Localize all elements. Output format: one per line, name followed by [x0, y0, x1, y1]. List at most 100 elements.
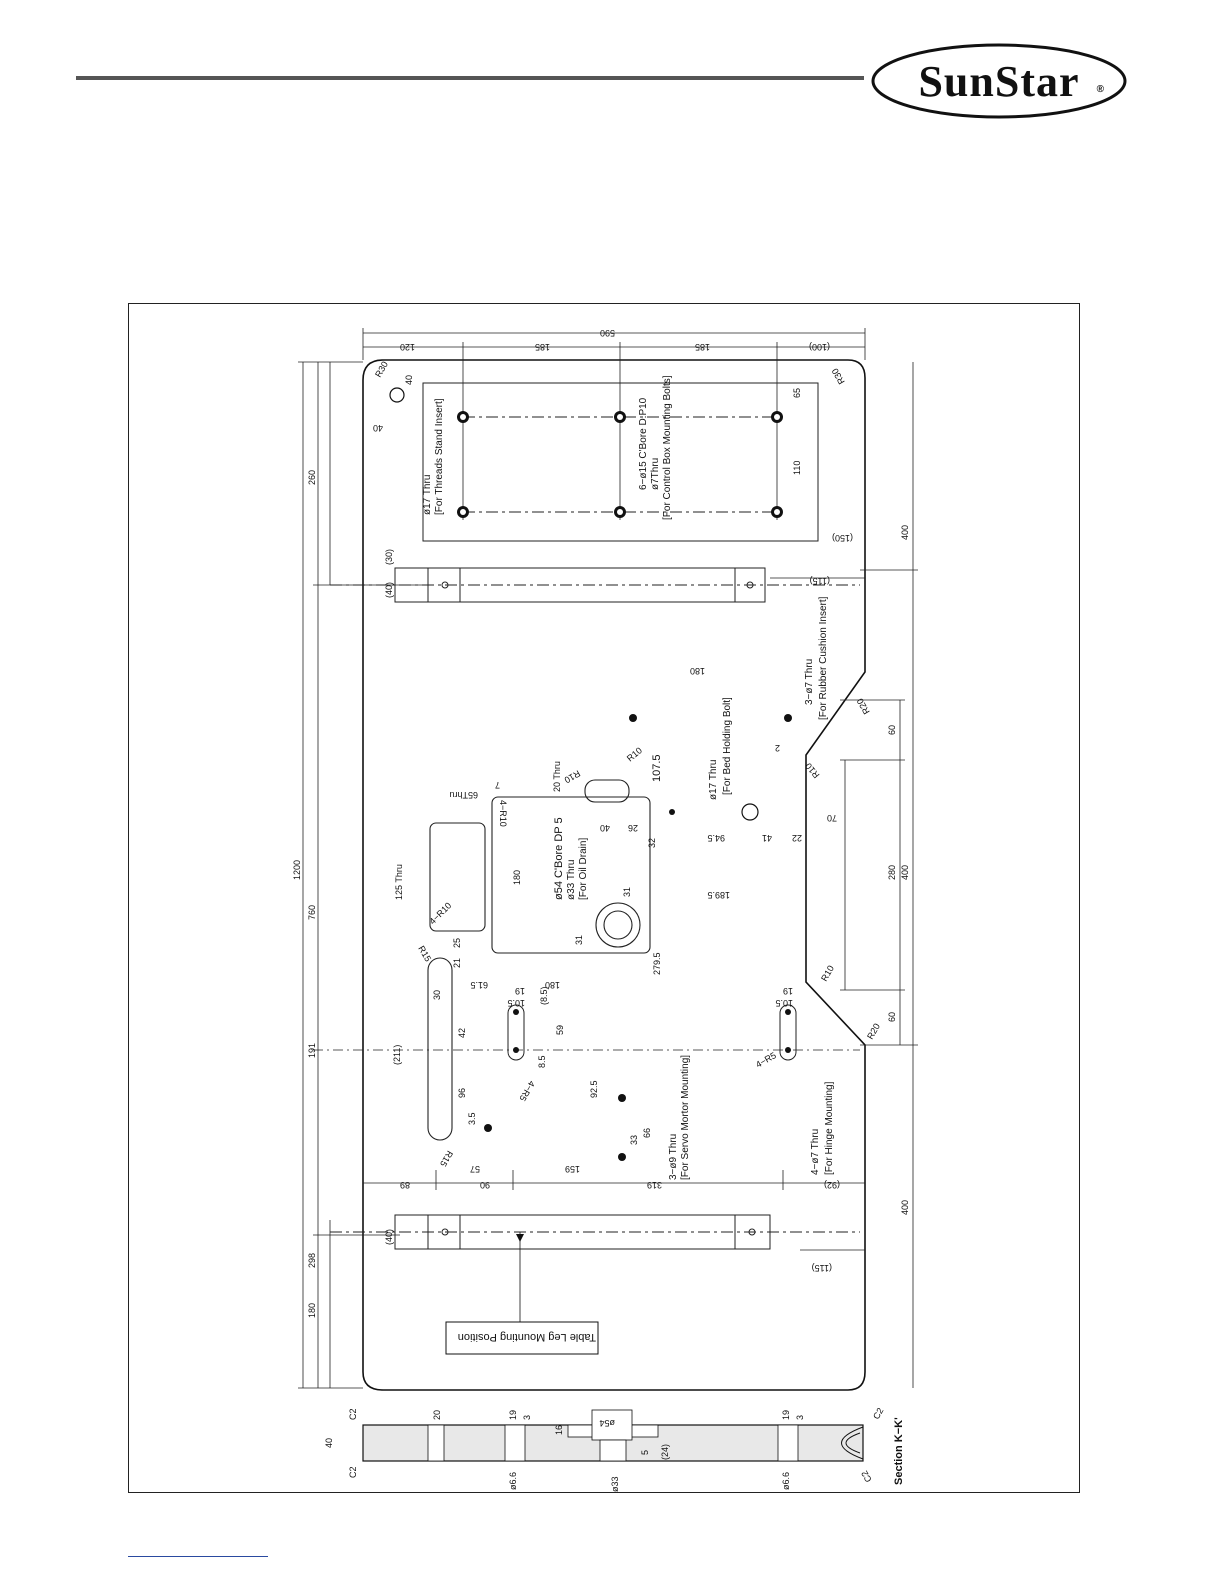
label-control-box-3: [For Control Box Mounting Bolts]: [662, 375, 673, 520]
dim-110: 110: [792, 461, 802, 475]
label-hinge-1: 4−ø7 Thru: [810, 1129, 821, 1175]
mdim-r10-d: R10: [819, 964, 836, 983]
table-leg-label-box: [445, 1321, 599, 1355]
mdim-31-a: 31: [622, 887, 632, 897]
mdim-180-mid: 180: [512, 870, 522, 885]
mdim-4-r5-a: 4−R5: [517, 1079, 537, 1103]
sdim-6-6-b: ø6.6: [781, 1472, 791, 1490]
table-leg-arrow: [516, 1234, 524, 1242]
sunstar-logo: SunStar ®: [870, 42, 1128, 120]
label-threads-stand-1: ø17 Thru: [422, 475, 433, 515]
dim-left-260: 260: [307, 470, 317, 485]
label-slot-125: 125 Thru: [394, 864, 404, 900]
mdim-33: 33: [629, 1135, 639, 1145]
mdim-2: 2: [775, 743, 780, 753]
dim-40c: (40): [384, 582, 394, 598]
mdim-r10-b: R10: [563, 768, 582, 785]
mdim-40-rail: (40): [384, 1229, 394, 1245]
logo-ellipse: [871, 43, 1127, 119]
table-outline: [362, 359, 866, 1391]
mdim-59: 59: [555, 1025, 565, 1035]
mdim-30-slot: 30: [432, 990, 442, 1000]
header-rule: [76, 76, 864, 80]
dim-bot-159: 159: [565, 1164, 580, 1174]
mdim-211: (211): [392, 1045, 402, 1065]
dim-right-400a: 400: [900, 525, 910, 540]
left-dimension-lines: [298, 361, 860, 1389]
mdim-25: 25: [452, 938, 462, 948]
hinge-holes: [507, 1004, 797, 1061]
label-oil-drain-3: [For Oil Drain]: [578, 838, 589, 900]
mdim-r20-a: R20: [855, 697, 872, 716]
sdim-c2-c: C2: [871, 1406, 885, 1421]
sdim-33: ø33: [610, 1476, 620, 1492]
sdim-c2-b: C2: [348, 1466, 358, 1478]
mdim-26: 26: [628, 823, 638, 833]
sdim-c2-a: C2: [348, 1408, 358, 1420]
dim-left-298: 298: [307, 1253, 317, 1268]
dim-bot-92: (92): [824, 1180, 840, 1190]
dim-left-191: 191: [307, 1043, 317, 1058]
label-rubber-2: [For Rubber Cushion Insert]: [818, 596, 829, 720]
label-slot-65: 65Thru: [449, 790, 478, 800]
mdim-94-5: 94.5: [707, 833, 725, 843]
label-slot-20: 20 Thru: [552, 761, 562, 792]
dim-r30-tr: R30: [830, 367, 847, 386]
mdim-r10-c: R10: [625, 745, 644, 763]
label-oil-drain-2: ø33 Thru: [566, 860, 577, 900]
dim-top-590: 590: [600, 328, 615, 338]
mdim-42: 42: [457, 1028, 467, 1038]
mdim-19-b: 19: [783, 986, 793, 996]
sdim-c2-d: C2: [859, 1469, 873, 1484]
sdim-3-b: 3: [795, 1415, 805, 1420]
dim-bot-319: 319: [647, 1180, 662, 1190]
mdim-61-5: 61.5: [470, 980, 488, 990]
dim-150: (150): [832, 533, 853, 543]
mdim-8-5p: (8.5): [539, 986, 549, 1005]
footer-rule: [128, 1556, 268, 1557]
threads-stand-hole: [389, 387, 405, 403]
bottom-dimension-lines: [363, 1170, 865, 1190]
dim-top-185b: 185: [695, 342, 710, 352]
dim-top-120: 120: [400, 342, 415, 352]
sdim-40: 40: [324, 1438, 334, 1448]
dim-40a: 40: [404, 375, 414, 385]
dim-top-185a: 185: [535, 342, 550, 352]
mdim-70: 70: [827, 813, 837, 823]
label-rubber-1: 3−ø7 Thru: [804, 659, 815, 705]
sdim-5: 5: [640, 1450, 650, 1455]
sdim-6-6-a: ø6.6: [508, 1472, 518, 1490]
sdim-19-a: 19: [508, 1410, 518, 1420]
dim-left-180: 180: [307, 1303, 317, 1318]
mdim-21: 21: [452, 958, 462, 968]
mdim-19-a: 19: [515, 986, 525, 996]
logo-registered-mark: ®: [1096, 84, 1104, 95]
sdim-16: 16: [554, 1425, 564, 1435]
label-table-leg: Table Leg Mounting Position: [458, 1331, 596, 1343]
label-hinge-2: [For Hinge Mounting]: [824, 1081, 835, 1175]
mdim-92-5: 92.5: [589, 1080, 599, 1098]
mdim-10-5-b: 10.5: [775, 998, 793, 1008]
sdim-54: ø54: [599, 1418, 615, 1428]
mdim-66: 66: [642, 1128, 652, 1138]
label-servo-1: 3−ø9 Thru: [668, 1134, 679, 1180]
small-holes: [484, 714, 792, 1161]
dim-r30-tl: R30: [373, 360, 390, 379]
label-section: Section K−K': [893, 1417, 905, 1485]
bed-bolt-hole: [741, 803, 759, 821]
mdim-115-rail: (115): [812, 1263, 832, 1273]
dim-65: 65: [792, 388, 802, 398]
mdim-r20-b: R20: [865, 1022, 882, 1041]
mdim-180-top: 180: [690, 666, 705, 676]
mdim-8-5: 8.5: [537, 1055, 547, 1068]
mdim-32: 32: [647, 838, 657, 848]
label-oil-drain-1: ø54 C'Bore DP 5: [553, 817, 565, 900]
dim-right-60b: 60: [887, 1012, 897, 1022]
mdim-40: 40: [600, 823, 610, 833]
dim-bot-90: 90: [480, 1180, 490, 1190]
mdim-107-5: 107.5: [651, 754, 663, 782]
mdim-22: 22: [792, 833, 802, 843]
top-dimension-lines: [362, 328, 866, 520]
